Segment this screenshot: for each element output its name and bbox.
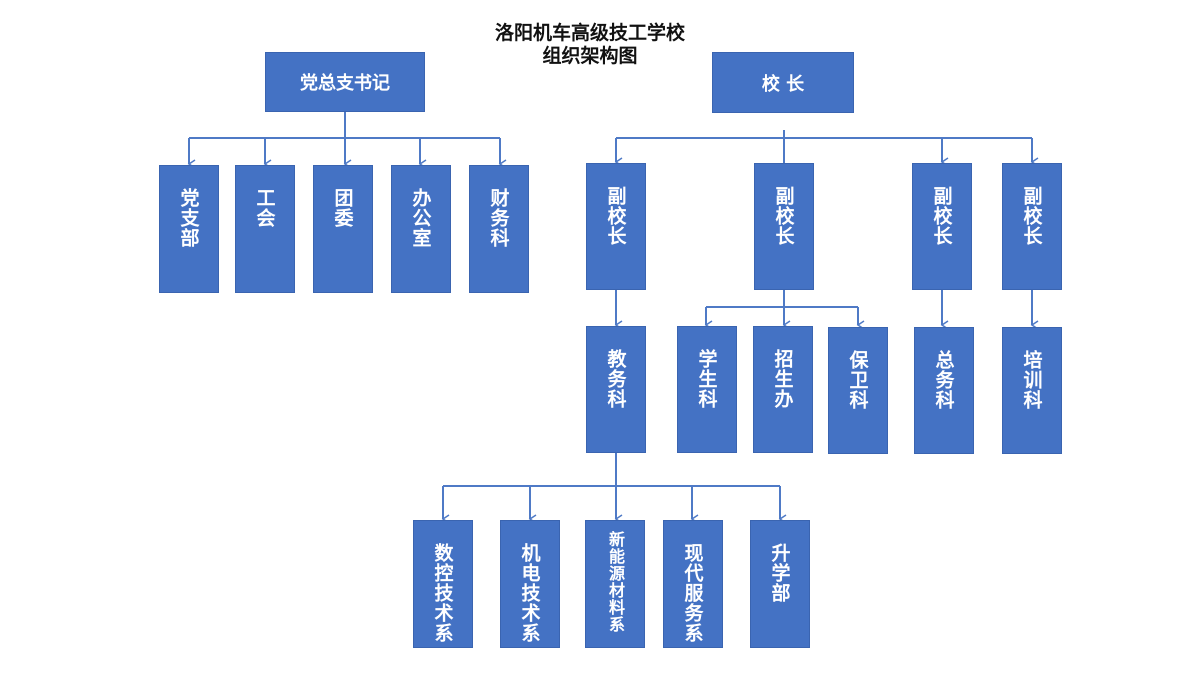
node-office: 办公室 — [391, 165, 451, 293]
title-line-1: 洛阳机车高级技工学校 — [494, 22, 685, 44]
node-label: 保卫科 — [846, 350, 869, 410]
node-vice-principal-1: 副校长 — [586, 163, 646, 290]
node-admissions: 招生办 — [753, 326, 813, 453]
node-label: 党支部 — [177, 188, 200, 248]
node-label: 副校长 — [772, 186, 795, 246]
node-general-affairs: 总务科 — [914, 327, 974, 454]
node-youth-league: 团委 — [313, 165, 373, 293]
node-vice-principal-3: 副校长 — [912, 163, 972, 290]
node-label: 数控技术系 — [431, 543, 454, 643]
node-label: 办公室 — [409, 188, 432, 248]
node-cnc-dept: 数控技术系 — [413, 520, 473, 648]
node-party-branch: 党支部 — [159, 165, 219, 293]
node-modern-service-dept: 现代服务系 — [663, 520, 723, 648]
node-new-energy-dept: 新能源材料系 — [585, 520, 645, 648]
node-label: 工会 — [253, 188, 276, 228]
node-academic-affairs: 教务科 — [586, 326, 646, 453]
node-vice-principal-2: 副校长 — [754, 163, 814, 290]
node-label: 校 长 — [761, 73, 805, 95]
node-training: 培训科 — [1002, 327, 1062, 454]
node-label: 升学部 — [768, 543, 791, 603]
chart-title: 洛阳机车高级技工学校 组织架构图 — [440, 22, 740, 68]
node-label: 副校长 — [930, 186, 953, 246]
node-student-affairs: 学生科 — [677, 326, 737, 453]
node-further-study-dept: 升学部 — [750, 520, 810, 648]
node-security: 保卫科 — [828, 327, 888, 454]
node-label: 团委 — [331, 188, 354, 228]
node-label: 教务科 — [604, 349, 627, 409]
node-label: 招生办 — [771, 349, 794, 409]
node-finance: 财务科 — [469, 165, 529, 293]
node-label: 学生科 — [695, 349, 718, 409]
node-label: 新能源材料系 — [606, 531, 625, 633]
node-label: 财务科 — [487, 188, 510, 248]
node-label: 副校长 — [604, 186, 627, 246]
node-principal: 校 长 — [712, 52, 854, 113]
title-line-2: 组织架构图 — [542, 45, 638, 67]
node-mechatronics-dept: 机电技术系 — [500, 520, 560, 648]
node-vice-principal-4: 副校长 — [1002, 163, 1062, 290]
node-label: 党总支书记 — [300, 73, 390, 94]
node-label: 现代服务系 — [681, 543, 704, 643]
node-labor-union: 工会 — [235, 165, 295, 293]
node-label: 总务科 — [932, 350, 955, 410]
node-label: 副校长 — [1020, 186, 1043, 246]
node-party-secretary: 党总支书记 — [265, 52, 425, 112]
node-label: 培训科 — [1020, 350, 1043, 410]
node-label: 机电技术系 — [518, 543, 541, 643]
